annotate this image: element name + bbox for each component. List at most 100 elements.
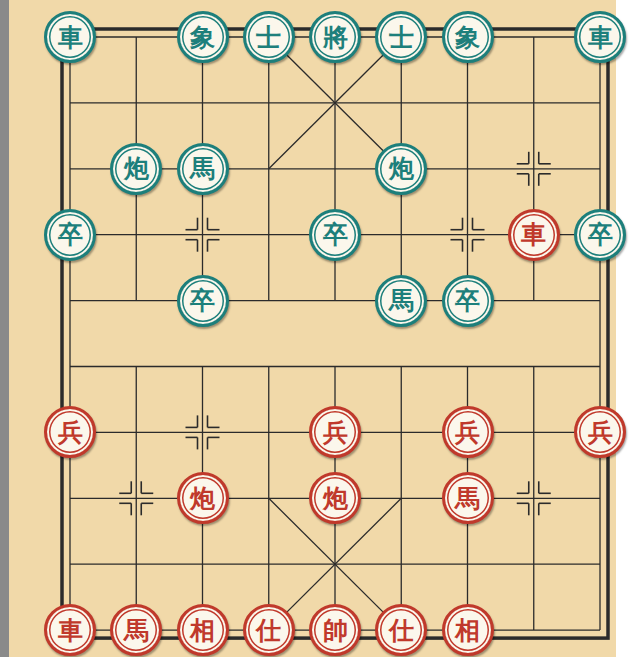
chess-piece: 卒 [442, 275, 494, 327]
side-strip [0, 0, 9, 657]
grid-line [69, 37, 70, 630]
grid-line [141, 502, 153, 504]
chess-piece: 馬 [177, 143, 229, 195]
piece-label: 卒 [58, 222, 83, 247]
chess-piece: 車 [508, 209, 560, 261]
chess-piece: 炮 [309, 472, 361, 524]
chess-piece: 帥 [309, 604, 361, 656]
chess-piece: 象 [177, 11, 229, 63]
grid-line [528, 174, 530, 186]
grid-line [539, 502, 551, 504]
piece-label: 仕 [256, 618, 281, 643]
grid-line [130, 481, 132, 493]
chess-piece: 馬 [110, 604, 162, 656]
grid-line [473, 239, 485, 241]
piece-label: 馬 [455, 486, 480, 511]
grid-line [208, 239, 220, 241]
chess-piece: 士 [375, 11, 427, 63]
grid-line [207, 218, 209, 230]
grid-line [197, 240, 199, 252]
piece-label: 仕 [389, 618, 414, 643]
grid-line [538, 481, 540, 493]
grid-line [538, 152, 540, 164]
grid-line [141, 492, 153, 494]
grid-line [539, 173, 551, 175]
chess-piece: 馬 [442, 472, 494, 524]
piece-label: 將 [323, 25, 348, 50]
grid-line [472, 218, 474, 230]
grid-line [207, 437, 209, 449]
piece-label: 卒 [588, 222, 613, 247]
chess-piece: 炮 [375, 143, 427, 195]
grid-line [119, 502, 131, 504]
grid-line [334, 37, 335, 301]
grid-line [528, 503, 530, 515]
grid-line [517, 163, 529, 165]
chess-piece: 兵 [44, 406, 96, 458]
grid-lines [62, 29, 608, 638]
chess-piece: 車 [44, 11, 96, 63]
grid-line [528, 152, 530, 164]
chess-piece: 象 [442, 11, 494, 63]
chess-piece: 卒 [309, 209, 361, 261]
chess-piece: 車 [574, 11, 626, 63]
chess-piece: 卒 [177, 275, 229, 327]
chess-piece: 卒 [574, 209, 626, 261]
grid-line [208, 437, 220, 439]
grid-line [533, 37, 534, 301]
chess-piece: 仕 [243, 604, 295, 656]
grid-line [130, 503, 132, 515]
grid-line [136, 367, 137, 631]
grid-line [538, 174, 540, 186]
piece-label: 車 [588, 25, 613, 50]
piece-label: 炮 [389, 156, 414, 181]
chess-piece: 仕 [375, 604, 427, 656]
grid-line [119, 492, 131, 494]
grid-line [451, 239, 463, 241]
grid-line [539, 492, 551, 494]
piece-label: 士 [256, 25, 281, 50]
grid-line [451, 229, 463, 231]
piece-label: 兵 [58, 420, 83, 445]
chess-piece: 車 [44, 604, 96, 656]
grid-line [208, 229, 220, 231]
piece-label: 兵 [588, 420, 613, 445]
grid-line [186, 239, 198, 241]
grid-line [538, 503, 540, 515]
grid-line [533, 367, 534, 631]
chess-piece: 將 [309, 11, 361, 63]
grid-line [517, 502, 529, 504]
grid-line [528, 481, 530, 493]
grid-line [140, 481, 142, 493]
chess-piece: 馬 [375, 275, 427, 327]
chess-piece: 卒 [44, 209, 96, 261]
chess-piece: 兵 [574, 406, 626, 458]
grid-line [467, 37, 468, 301]
chess-piece: 炮 [110, 143, 162, 195]
grid-line [208, 427, 220, 429]
grid-line [517, 173, 529, 175]
piece-label: 士 [389, 25, 414, 50]
grid-line [186, 427, 198, 429]
grid-line [186, 229, 198, 231]
piece-label: 馬 [190, 156, 215, 181]
grid-line [207, 240, 209, 252]
piece-label: 象 [455, 25, 480, 50]
piece-label: 馬 [389, 288, 414, 313]
piece-label: 炮 [124, 156, 149, 181]
chess-piece: 兵 [442, 406, 494, 458]
piece-label: 卒 [323, 222, 348, 247]
piece-label: 炮 [190, 486, 215, 511]
chess-piece: 相 [442, 604, 494, 656]
chess-piece: 相 [177, 604, 229, 656]
grid-line [140, 503, 142, 515]
piece-label: 兵 [455, 420, 480, 445]
grid-line [462, 218, 464, 230]
piece-label: 帥 [323, 618, 348, 643]
grid-line [186, 437, 198, 439]
grid-line [599, 37, 600, 630]
grid-line [207, 415, 209, 427]
grid-line [539, 163, 551, 165]
piece-label: 相 [190, 618, 215, 643]
